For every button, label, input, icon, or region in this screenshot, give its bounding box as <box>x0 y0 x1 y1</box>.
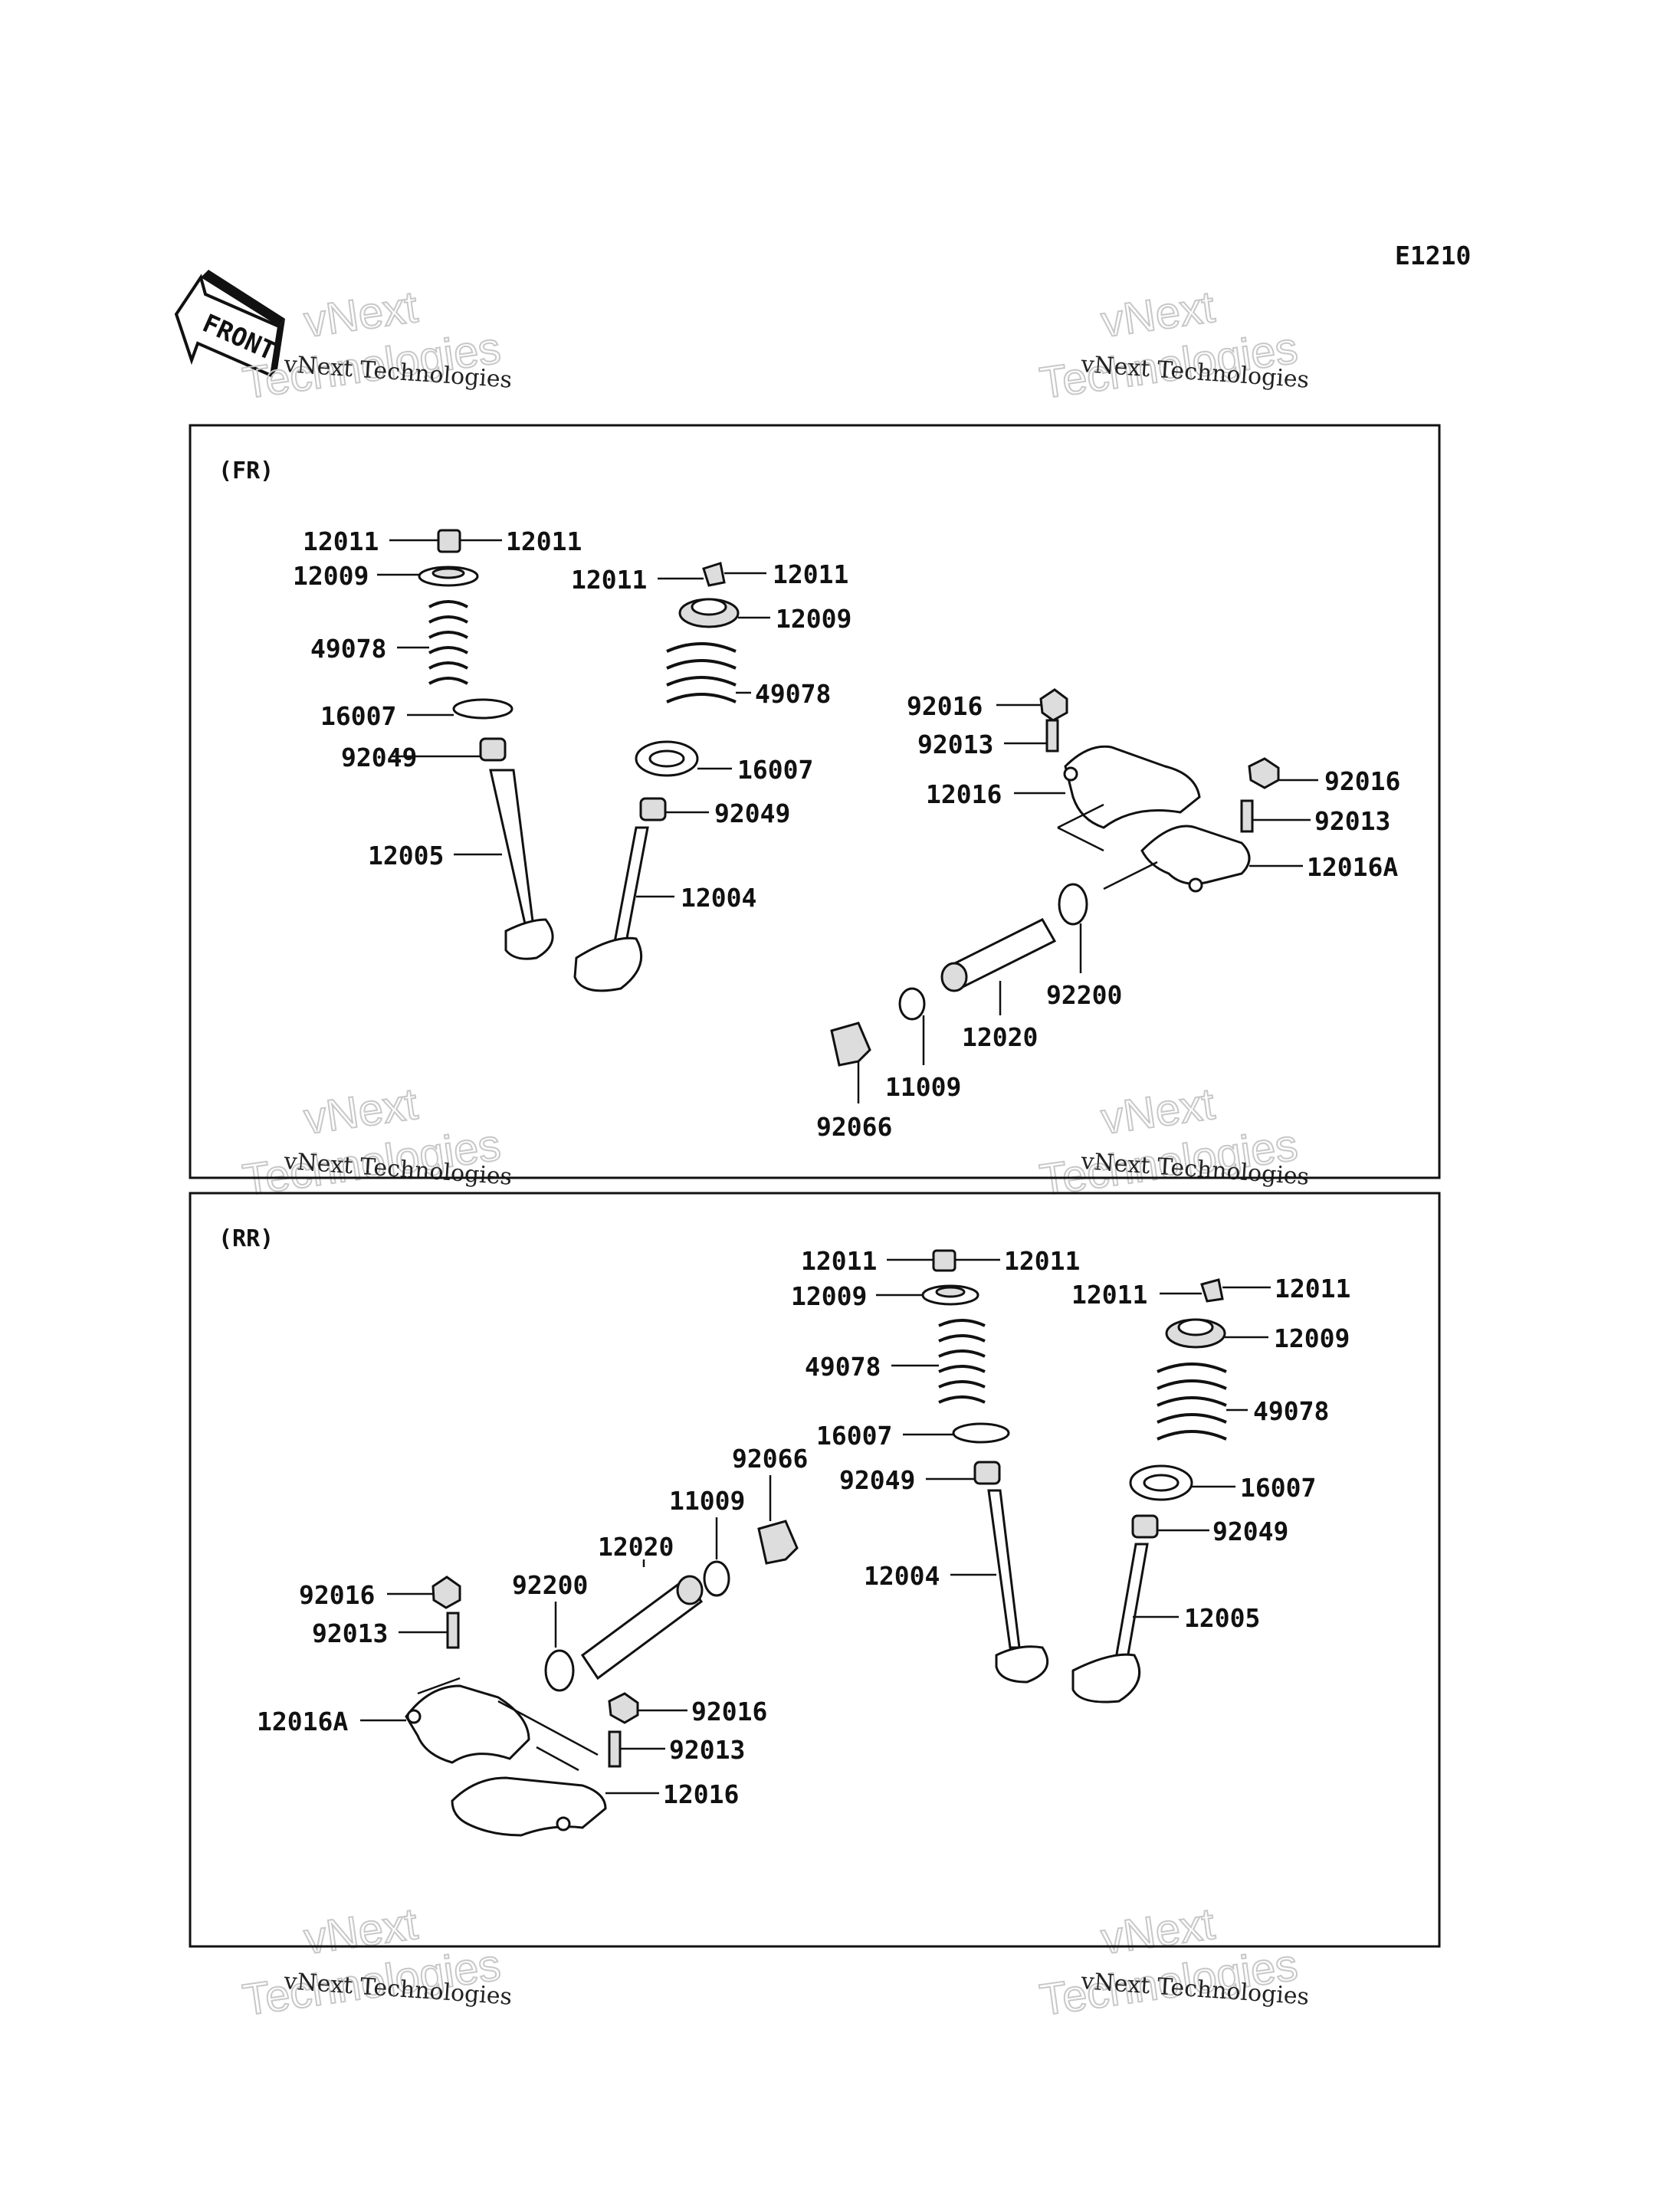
part-label: 92200 <box>512 1570 588 1600</box>
fr-left-valve-assembly <box>418 529 554 960</box>
rr-section-title: (RR) <box>218 1225 274 1252</box>
part-label: 92013 <box>1314 806 1390 836</box>
rr-right-valve-assembly <box>1071 1278 1227 1703</box>
diagram-code: E1210 <box>1395 241 1471 271</box>
part-label: 12016A <box>1307 852 1398 882</box>
part-label: 92066 <box>732 1444 808 1474</box>
part-label: 12016 <box>663 1779 739 1809</box>
part-label: 12009 <box>293 561 369 591</box>
part-label: 92016 <box>1324 766 1400 796</box>
part-label: 12011 <box>1004 1246 1080 1276</box>
part-label: 49078 <box>310 634 386 664</box>
watermark-top-right: vNext Technologies vNext Technologies <box>1036 281 1310 409</box>
part-label: 49078 <box>805 1352 881 1382</box>
part-label: 12009 <box>791 1281 867 1311</box>
fr-rocker-shaft-group <box>830 883 1088 1067</box>
part-label: 49078 <box>755 679 831 709</box>
part-label: 12011 <box>303 526 379 556</box>
part-label: 92049 <box>1212 1517 1288 1546</box>
part-label: 92013 <box>312 1618 388 1648</box>
part-label: 92016 <box>299 1580 375 1610</box>
watermark-bottom-left: vNext Technologies vNext Technologies <box>239 1898 513 2026</box>
part-label: 16007 <box>816 1421 892 1451</box>
part-label: 49078 <box>1253 1396 1329 1426</box>
watermark-mid-right: vNext Technologies vNext Technologies <box>1036 1078 1310 1206</box>
rr-part-labels: 12011 12011 12009 49078 16007 92049 1200… <box>257 1246 1350 1809</box>
watermark-bottom-right: vNext Technologies vNext Technologies <box>1036 1898 1310 2026</box>
part-label: 12011 <box>1071 1280 1147 1310</box>
part-label: 12020 <box>598 1532 674 1562</box>
part-label: 92016 <box>691 1697 767 1726</box>
part-label: 12005 <box>1184 1603 1260 1633</box>
part-label: 12011 <box>571 565 647 595</box>
fr-part-labels: 12011 12011 12009 49078 16007 92049 1200… <box>293 526 1400 1142</box>
fr-panel <box>189 424 1441 1179</box>
fr-right-valve-assembly <box>573 562 740 992</box>
rr-rocker-arm-group <box>405 1576 639 1837</box>
part-label: 12011 <box>801 1246 877 1276</box>
part-label: 12005 <box>368 841 444 871</box>
part-label: 11009 <box>885 1072 961 1102</box>
watermark-mid-left: vNext Technologies vNext Technologies <box>239 1078 513 1206</box>
part-label: 12016 <box>926 779 1002 809</box>
rr-left-valve-assembly <box>921 1249 1049 1684</box>
part-label: 16007 <box>320 701 396 731</box>
rr-leader-lines <box>360 1258 1271 1795</box>
part-label: 12004 <box>681 883 756 913</box>
rr-rocker-shaft-group <box>544 1520 799 1692</box>
part-label: 92013 <box>917 730 993 759</box>
part-label: 92066 <box>816 1112 892 1142</box>
fr-section-title: (FR) <box>218 457 274 484</box>
part-label: 11009 <box>669 1486 745 1516</box>
rr-panel <box>189 1192 1441 1948</box>
part-label: 12011 <box>506 526 582 556</box>
part-label: 16007 <box>1240 1473 1316 1503</box>
front-arrow-icon: FRONT <box>174 270 285 378</box>
part-label: 12011 <box>1275 1274 1350 1303</box>
fr-leader-lines <box>377 539 1318 1103</box>
part-label: 12009 <box>1274 1323 1350 1353</box>
part-label: 12004 <box>864 1561 940 1591</box>
part-label: 16007 <box>737 755 813 785</box>
fr-rocker-arm-group <box>1039 688 1280 893</box>
part-label: 12016A <box>257 1707 348 1736</box>
part-label: 92013 <box>669 1735 745 1765</box>
part-label: 92049 <box>839 1465 915 1495</box>
part-label: 92200 <box>1046 980 1122 1010</box>
part-label: 92049 <box>714 798 790 828</box>
part-label: 12011 <box>773 559 848 589</box>
part-label: 12020 <box>962 1022 1038 1052</box>
part-label: 92016 <box>907 691 983 721</box>
part-label: 92049 <box>341 743 417 772</box>
part-label: 12009 <box>776 604 851 634</box>
